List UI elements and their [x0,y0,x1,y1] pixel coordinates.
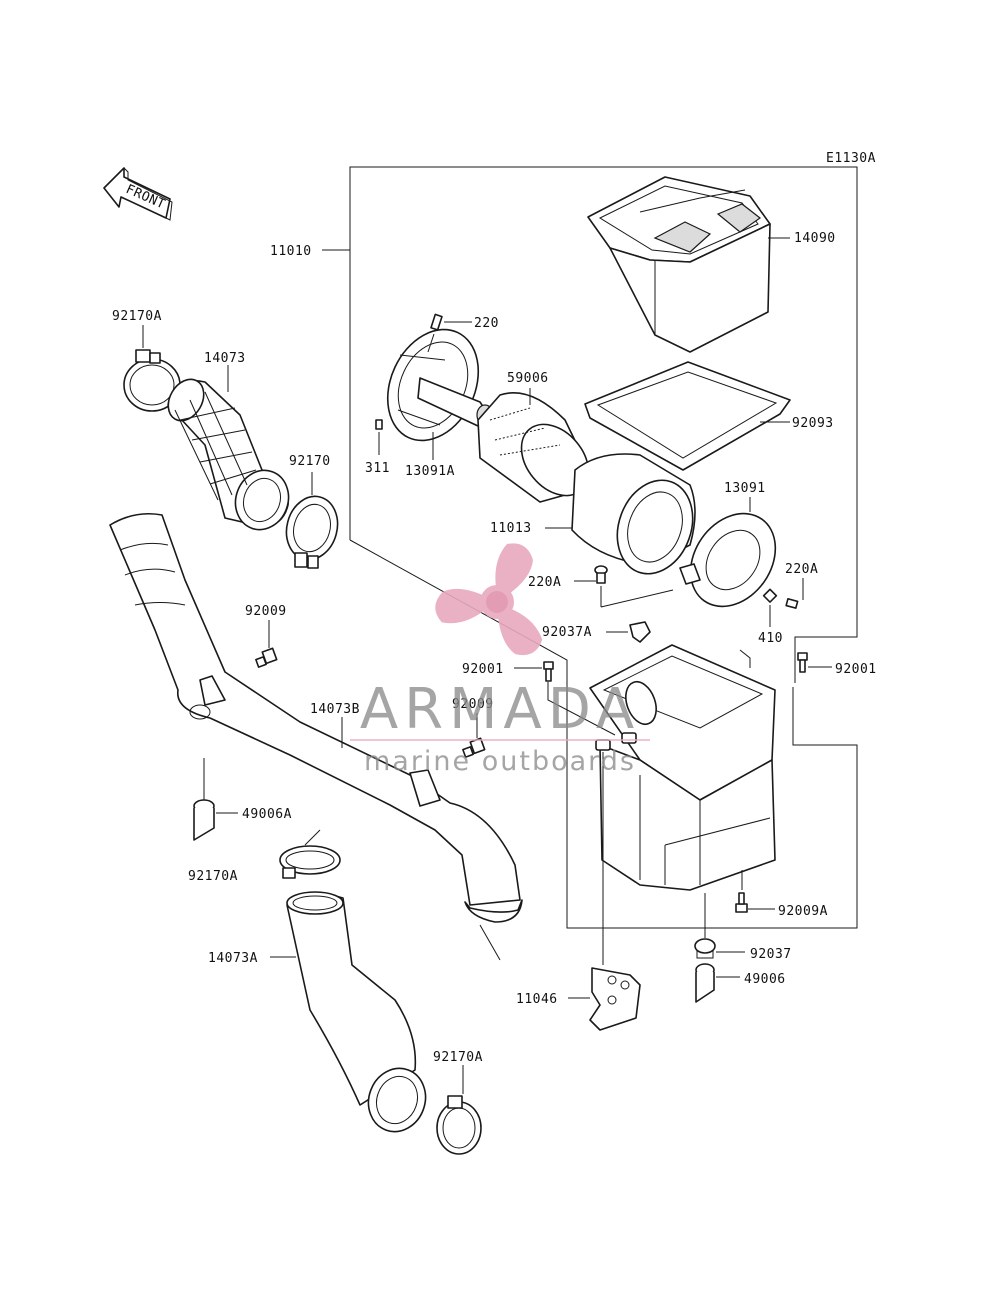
label-14073a: 14073A [208,951,258,966]
label-11013: 11013 [490,521,532,536]
label-92037a: 92037A [542,625,592,640]
label-11046: 11046 [516,992,558,1007]
label-92009-mid: 92009 [452,697,494,712]
label-92093: 92093 [792,416,834,431]
watermark: ARMADA marine outboards [350,543,650,777]
end-cap [679,497,777,608]
part-labels: 11010 14090 220 59006 92093 311 13091A 1… [112,231,877,1065]
clamp-92170a-mid [279,829,341,879]
label-92170a-top: 92170A [112,309,162,324]
bolt-92009-top [255,620,278,668]
bolt-92009-mid [462,713,486,758]
label-11010: 11010 [270,244,312,259]
label-92001-left: 92001 [462,662,504,677]
label-92009-top: 92009 [245,604,287,619]
clip-92037a [606,621,651,643]
long-duct [109,512,523,961]
gasket [584,361,791,471]
watermark-tagline: marine outboards [364,746,636,777]
air-box-case [589,644,776,891]
label-220: 220 [474,316,499,331]
clamp-92170a-bottom [436,1065,482,1155]
bolt-92001-left [514,661,616,736]
label-92001-right: 92001 [835,662,877,677]
filter-screen [477,388,590,503]
bolt-220 [427,313,472,353]
label-13091: 13091 [724,481,766,496]
front-arrow-icon: FRONT [103,167,173,221]
label-311: 311 [365,461,390,476]
label-49006a: 49006A [242,807,292,822]
label-92170a-mid: 92170A [188,869,238,884]
bolt-92001-right [797,652,832,673]
clamp-92170 [285,472,339,569]
label-92037: 92037 [750,947,792,962]
label-14073b: 14073B [310,702,360,717]
air-box-cover [587,176,790,353]
clamp-92037 [694,893,745,959]
label-220a-left: 220A [528,575,561,590]
bracket-11046 [568,752,641,1031]
label-14090: 14090 [794,231,836,246]
lower-duct [270,891,427,1133]
label-59006: 59006 [507,371,549,386]
air-filter-element [545,453,696,575]
label-410: 410 [758,631,783,646]
screw-311 [375,419,383,455]
label-49006: 49006 [744,972,786,987]
label-220a-right: 220A [785,562,818,577]
intake-duct [167,365,290,531]
nut-410 [762,588,778,627]
bolt-220a-right [785,578,804,609]
clamp-92170a-top [123,325,181,412]
label-14073: 14073 [204,351,246,366]
label-92170: 92170 [289,454,331,469]
grommet-49006 [695,963,740,1003]
propeller-logo-icon [435,543,543,656]
grommet-49006a [193,758,238,841]
label-13091a: 13091A [405,464,455,479]
label-92009a: 92009A [778,904,828,919]
watermark-brand: ARMADA [360,677,640,742]
diagram-code: E1130A [826,151,876,166]
bolt-220a-left [574,565,674,608]
label-92170a-bottom: 92170A [433,1050,483,1065]
bolt-92009a [735,870,775,913]
assembly-boundary [322,166,858,929]
